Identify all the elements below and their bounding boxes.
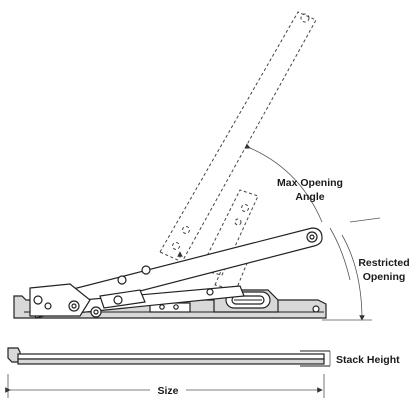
max-open-arm-outline bbox=[159, 11, 317, 291]
max-opening-label-2: Angle bbox=[295, 191, 324, 203]
pivot-cluster bbox=[29, 283, 146, 318]
size-dimension bbox=[5, 374, 325, 398]
stack-height-label: Stack Height bbox=[336, 354, 400, 366]
angle-arcs bbox=[244, 143, 381, 321]
restricted-opening-label-2: Opening bbox=[363, 271, 406, 283]
closed-hinge-stack bbox=[7, 347, 331, 367]
max-opening-label-1: Max Opening bbox=[277, 177, 343, 189]
restricted-opening-label-1: Restricted bbox=[358, 257, 409, 269]
size-label: Size bbox=[157, 385, 178, 397]
